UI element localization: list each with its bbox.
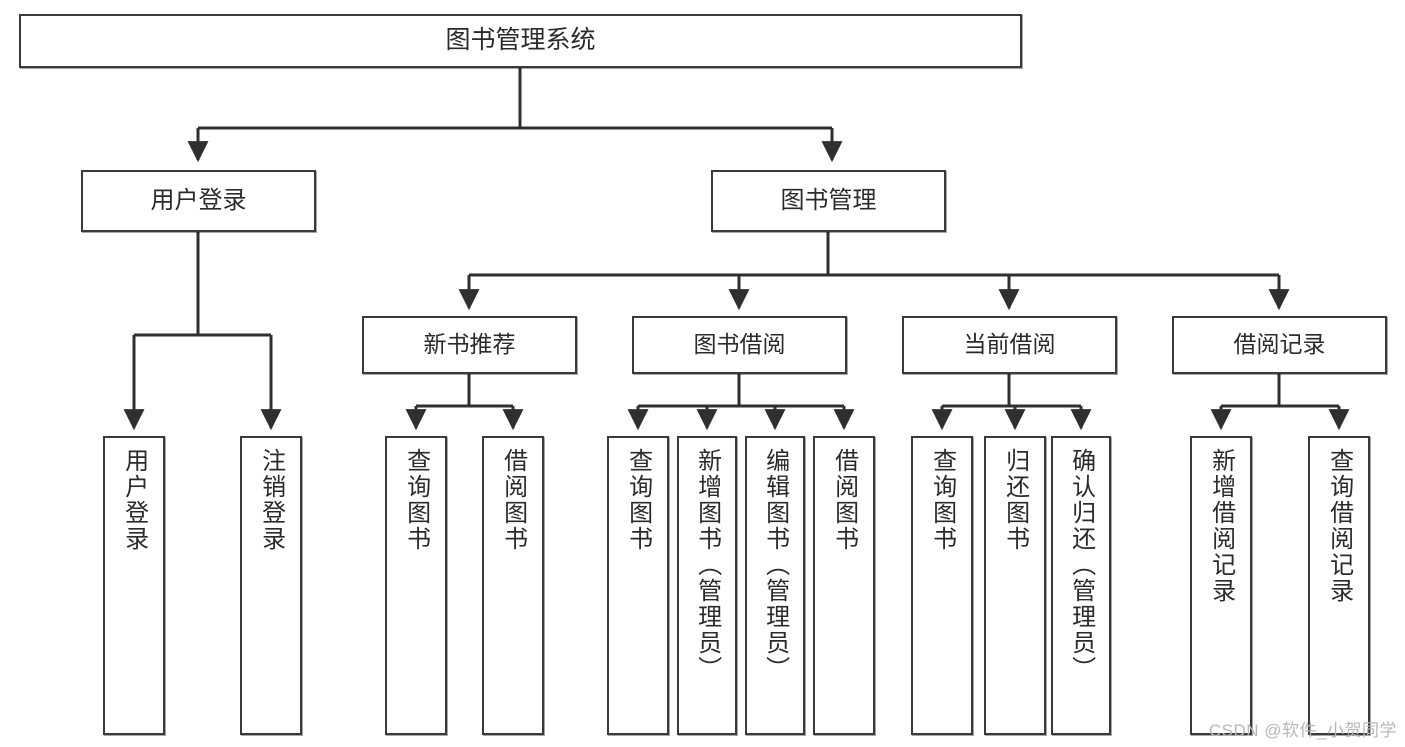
leaf-borrow-book[interactable]: 借阅图书 [813,436,875,735]
leaf-query-borrow-record[interactable]: 查询借阅记录 [1308,436,1370,735]
leaf-query-book-borrow-label: 查询图书 [624,448,652,552]
node-new-book-recommend-label: 新书推荐 [423,331,516,358]
leaf-borrow-book-recommend[interactable]: 借阅图书 [482,436,544,735]
node-book-management[interactable]: 图书管理 [711,170,946,232]
leaf-query-book-recommend-label: 查询图书 [402,448,430,552]
node-borrow-record[interactable]: 借阅记录 [1172,316,1387,374]
leaf-confirm-return-admin-label: 确认归还（管理员） [1067,448,1095,682]
leaf-logout[interactable]: 注销登录 [240,436,302,735]
leaf-add-book-admin-label: 新增图书（管理员） [693,448,721,682]
node-new-book-recommend[interactable]: 新书推荐 [362,316,577,374]
leaf-return-book[interactable]: 归还图书 [984,436,1046,735]
node-borrow-record-label: 借阅记录 [1233,331,1326,358]
leaf-user-login[interactable]: 用户登录 [103,436,165,735]
leaf-edit-book-admin[interactable]: 编辑图书（管理员） [745,436,805,735]
node-root-label: 图书管理系统 [445,26,596,55]
node-book-borrow-label: 图书借阅 [693,331,786,358]
leaf-query-borrow-record-label: 查询借阅记录 [1325,448,1353,604]
node-book-borrow[interactable]: 图书借阅 [632,316,847,374]
leaf-user-login-label: 用户登录 [120,448,148,552]
leaf-add-borrow-record-label: 新增借阅记录 [1207,448,1235,604]
leaf-add-book-admin[interactable]: 新增图书（管理员） [677,436,737,735]
leaf-return-book-label: 归还图书 [1001,448,1029,552]
node-root[interactable]: 图书管理系统 [19,14,1022,68]
leaf-logout-label: 注销登录 [257,448,285,552]
leaf-query-book-borrow[interactable]: 查询图书 [607,436,669,735]
leaf-add-borrow-record[interactable]: 新增借阅记录 [1190,436,1252,735]
leaf-query-book-recommend[interactable]: 查询图书 [385,436,447,735]
csdn-watermark: CSDN @软件_小贺同学 [1208,721,1397,740]
node-current-borrow-label: 当前借阅 [963,331,1056,358]
node-current-borrow[interactable]: 当前借阅 [902,316,1117,374]
node-user-login[interactable]: 用户登录 [81,170,316,232]
leaf-edit-book-admin-label: 编辑图书（管理员） [761,448,789,682]
leaf-confirm-return-admin[interactable]: 确认归还（管理员） [1051,436,1111,735]
node-book-management-label: 图书管理 [780,186,877,214]
leaf-borrow-book-recommend-label: 借阅图书 [499,448,527,552]
node-user-login-label: 用户登录 [150,186,247,214]
leaf-borrow-book-label: 借阅图书 [830,448,858,552]
leaf-query-book-current[interactable]: 查询图书 [911,436,973,735]
leaf-query-book-current-label: 查询图书 [928,448,956,552]
